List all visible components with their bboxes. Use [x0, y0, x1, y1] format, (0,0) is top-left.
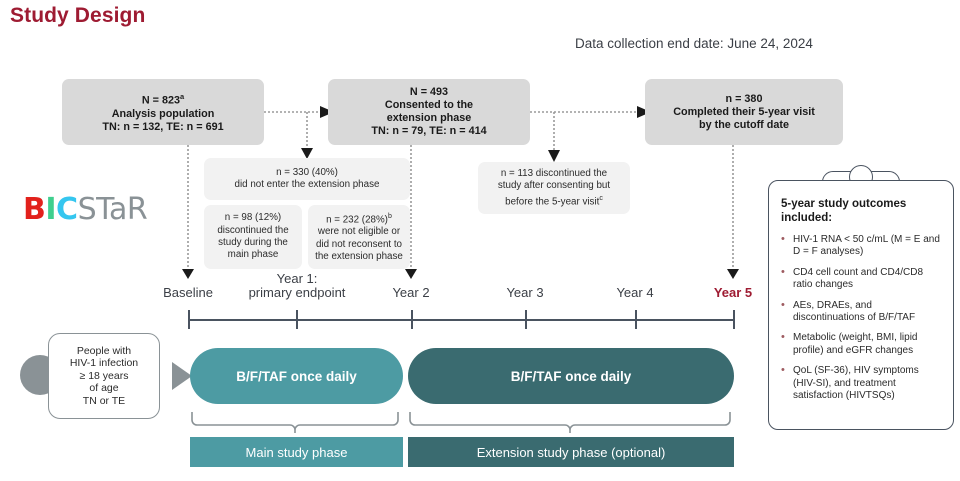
note-232-count: n = 232 (28%) — [326, 213, 388, 225]
note-330-text: did not enter the extension phase — [234, 179, 380, 190]
note-98-text-1: discontinued the — [217, 224, 289, 236]
treatment-bar-extension-phase: B/F/TAF once daily — [408, 348, 734, 404]
note-113-text-2: study after consenting but — [497, 180, 611, 192]
analysis-footnote-marker: a — [179, 92, 185, 102]
note-discontinued-after-consent: n = 113 discontinued the study after con… — [478, 162, 630, 214]
logo-letter-c: C — [56, 192, 78, 227]
timeline-label-year4: Year 4 — [616, 285, 654, 300]
note-232-text-3: the extension phase — [315, 251, 403, 263]
timeline-label-baseline: Baseline — [163, 285, 213, 300]
completed-label-1: Completed their 5-year visit — [673, 105, 815, 118]
population-criteria-box: People with HIV-1 infection ≥ 18 years o… — [48, 333, 160, 419]
treatment-bar-main-phase: B/F/TAF once daily — [190, 348, 403, 404]
consented-label-2: extension phase — [386, 112, 472, 124]
note-98-count: n = 98 (12%) — [224, 212, 282, 224]
population-line-2: HIV-1 infection — [69, 357, 139, 370]
note-330-count: n = 330 (40%) — [276, 166, 338, 178]
timeline-marker-year2 — [405, 269, 417, 279]
bicstar-logo: BICSTaR — [23, 192, 148, 227]
timeline-label-year5: Year 5 — [713, 285, 753, 300]
timeline-axis — [188, 319, 734, 321]
flow-box-analysis-population: N = 823a Analysis population TN: n = 132… — [62, 79, 264, 145]
note-98-text-2: study during the — [218, 237, 288, 248]
phase-label-main: Main study phase — [190, 437, 403, 467]
timeline-label-year3: Year 3 — [506, 285, 544, 300]
phase-label-extension: Extension study phase (optional) — [408, 437, 734, 467]
arrowhead-note-113 — [548, 150, 560, 162]
list-item: QoL (SF-36), HIV symptoms (HIV-SI), and … — [781, 364, 941, 402]
note-113-text-3: before the 5-year visit — [505, 195, 600, 207]
outcomes-panel: 5-year study outcomes included: HIV-1 RN… — [768, 180, 954, 430]
note-232-text-2: did not reconsent to — [315, 238, 403, 250]
brace-main-phase — [191, 412, 399, 433]
timeline-label-year1-line2: primary endpoint — [248, 285, 346, 300]
timeline-label-year1-line1: Year 1: — [276, 271, 318, 286]
population-line-3: ≥ 18 years — [79, 369, 129, 382]
note-discontinued-main-phase: n = 98 (12%) discontinued the study duri… — [204, 205, 302, 269]
analysis-label: Analysis population — [111, 107, 215, 120]
population-line-5: TN or TE — [82, 394, 126, 407]
list-item: CD4 cell count and CD4/CD8 ratio changes — [781, 266, 941, 292]
timeline-marker-year5 — [727, 269, 739, 279]
population-line-4: of age — [89, 382, 119, 395]
timeline-tick-year4 — [635, 310, 637, 329]
population-line-1: People with — [76, 344, 132, 357]
analysis-breakdown: TN: n = 132, TE: n = 691 — [102, 120, 224, 133]
flow-box-completed: n = 380 Completed their 5-year visit by … — [645, 79, 843, 145]
logo-letters-star: STaR — [77, 192, 148, 227]
data-collection-end-date: Data collection end date: June 24, 2024 — [575, 36, 813, 51]
note-232-footnote-marker: b — [387, 212, 392, 220]
consented-label-1: Consented to the — [384, 99, 474, 111]
list-item: HIV-1 RNA < 50 c/mL (M = E and D = F ana… — [781, 233, 941, 259]
outcomes-title-line1: 5-year study outcomes — [781, 198, 907, 210]
logo-letter-b: B — [23, 192, 46, 227]
outcomes-title-line2: included: — [781, 212, 833, 224]
timeline-tick-year2 — [411, 310, 413, 329]
note-113-text-1: n = 113 discontinued the — [500, 167, 608, 179]
list-item: AEs, DRAEs, and discontinuations of B/F/… — [781, 299, 941, 325]
timeline-marker-baseline — [182, 269, 194, 279]
arrow-into-main-phase — [172, 362, 192, 390]
timeline-tick-year5 — [733, 310, 735, 329]
consented-n: N = 493 — [409, 86, 449, 98]
note-98-text-3: main phase — [227, 249, 279, 261]
timeline-tick-year3 — [525, 310, 527, 329]
timeline-tick-year1 — [296, 310, 298, 329]
outcomes-panel-title: 5-year study outcomes included: — [781, 197, 941, 225]
brace-extension-phase — [409, 412, 731, 433]
page-title: Study Design — [10, 4, 146, 27]
analysis-n: N = 823 — [141, 94, 180, 107]
completed-n: n = 380 — [725, 92, 763, 105]
note-did-not-enter-extension: n = 330 (40%) did not enter the extensio… — [204, 158, 410, 200]
note-232-text-1: were not eligible or — [317, 226, 401, 238]
completed-label-2: by the cutoff date — [699, 118, 789, 131]
timeline-label-year2: Year 2 — [392, 285, 430, 300]
timeline-label-year1: Year 1: primary endpoint — [232, 272, 362, 300]
note-not-eligible-or-no-reconsent: n = 232 (28%)b were not eligible or did … — [308, 205, 410, 269]
consented-breakdown: TN: n = 79, TE: n = 414 — [371, 125, 487, 137]
list-item: Metabolic (weight, BMI, lipid profile) a… — [781, 331, 941, 357]
timeline-tick-baseline — [188, 310, 190, 329]
outcomes-list: HIV-1 RNA < 50 c/mL (M = E and D = F ana… — [781, 233, 941, 402]
flow-box-consented: N = 493 Consented to the extension phase… — [328, 79, 530, 145]
note-113-footnote-marker: c — [599, 194, 603, 202]
logo-letter-i: I — [45, 192, 57, 227]
